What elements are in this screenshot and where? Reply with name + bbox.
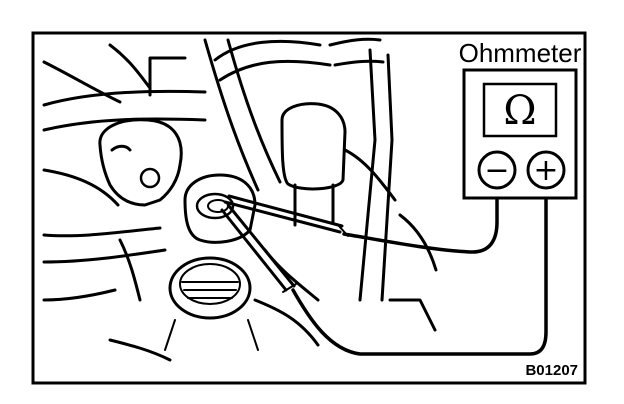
test-probes — [220, 194, 349, 293]
positive-terminal — [526, 150, 566, 190]
ohmmeter-display — [482, 82, 558, 138]
ohmmeter-title: Ohmmeter — [459, 38, 582, 68]
negative-terminal — [477, 150, 517, 190]
ohm-symbol: Ω — [503, 88, 536, 134]
negative-test-lead — [342, 191, 499, 254]
engine-illustration — [42, 37, 438, 362]
negative-terminal-sign: − — [484, 153, 509, 188]
positive-test-lead — [291, 191, 548, 356]
figure-code: B01207 — [525, 362, 578, 379]
positive-terminal-sign: + — [533, 153, 558, 188]
ohmmeter: Ω − + — [462, 68, 578, 200]
